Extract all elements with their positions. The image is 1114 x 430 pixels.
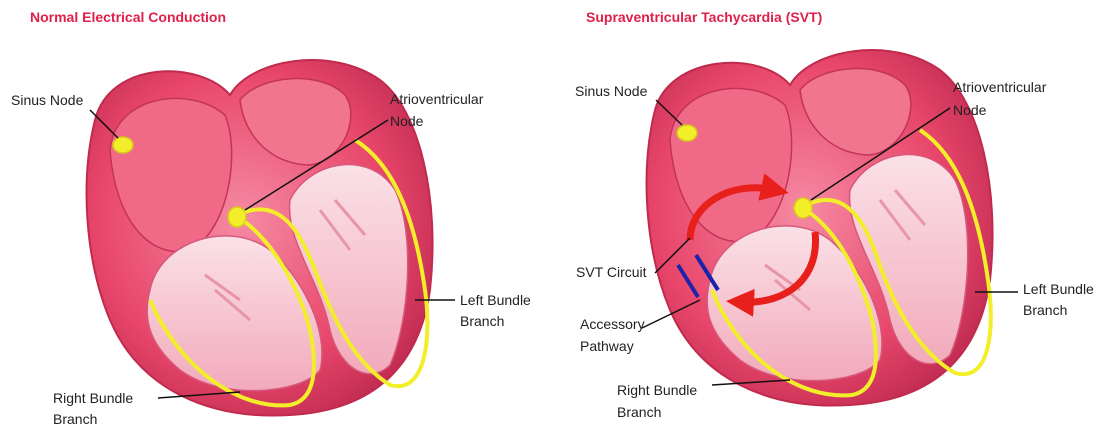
left-right-bundle-label-line2: Branch xyxy=(53,409,97,430)
left-left-bundle-label-line1: Left Bundle xyxy=(460,290,531,311)
right-left-bundle-label-line2: Branch xyxy=(1023,300,1067,321)
accessory-pathway-label-line2: Pathway xyxy=(580,336,634,357)
left-sinus-node xyxy=(113,137,133,153)
left-left-bundle-label-line2: Branch xyxy=(460,311,504,332)
left-av-node xyxy=(228,207,246,227)
left-av-node-label-line2: Node xyxy=(390,111,423,132)
right-left-bundle-label-line1: Left Bundle xyxy=(1023,279,1094,300)
right-right-bundle-label-line1: Right Bundle xyxy=(617,380,697,401)
left-right-bundle-label-line1: Right Bundle xyxy=(53,388,133,409)
right-av-node-label-line2: Node xyxy=(953,100,986,121)
accessory-pathway-label-line1: Accessory xyxy=(580,314,645,335)
right-sinus-node xyxy=(677,125,697,141)
svt-circuit-label: SVT Circuit xyxy=(576,262,647,283)
right-heart xyxy=(647,50,993,405)
left-sinus-node-label: Sinus Node xyxy=(11,90,83,111)
right-av-node-label-line1: Atrioventricular xyxy=(953,77,1046,98)
right-av-node xyxy=(794,198,812,218)
left-av-node-label-line1: Atrioventricular xyxy=(390,89,483,110)
right-right-bundle-label-line2: Branch xyxy=(617,402,661,423)
right-sinus-node-label: Sinus Node xyxy=(575,81,647,102)
